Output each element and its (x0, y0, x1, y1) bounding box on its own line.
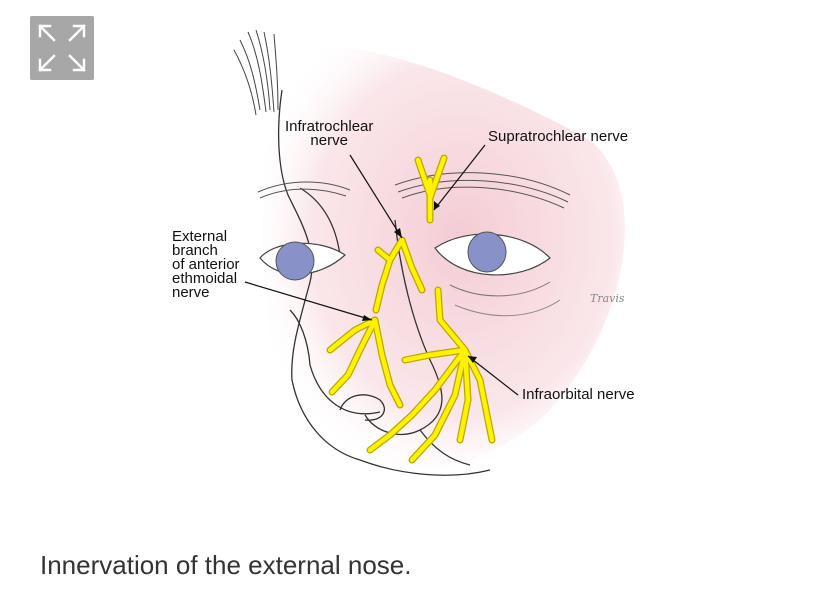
leader-lines (244, 144, 519, 396)
leader-arrowheads (362, 201, 477, 363)
nose-innervation-illustration: Travis Infratrochlear nerve Supratrochle… (150, 20, 680, 505)
artist-signature: Travis (590, 292, 625, 305)
expand-arrows-icon (38, 24, 86, 72)
face-outline (277, 89, 491, 476)
figure-caption: Innervation of the external nose. (40, 550, 412, 580)
nerve-fill-layer (327, 155, 495, 463)
supratrochlear-label: Supratrochlear nerve (488, 128, 629, 145)
hair-strokes (233, 29, 279, 116)
infraorbital-label: Infraorbital nerve (522, 386, 635, 403)
eyebrows (257, 172, 571, 209)
right-eye (434, 231, 561, 317)
expand-button[interactable] (30, 16, 94, 80)
infratrochlear-label: Infratrochlear nerve (285, 118, 374, 149)
left-eye (259, 241, 346, 281)
face-drawing: Travis (233, 29, 625, 476)
external-branch-label: External branch of anterior ethmoidal ne… (172, 228, 240, 301)
